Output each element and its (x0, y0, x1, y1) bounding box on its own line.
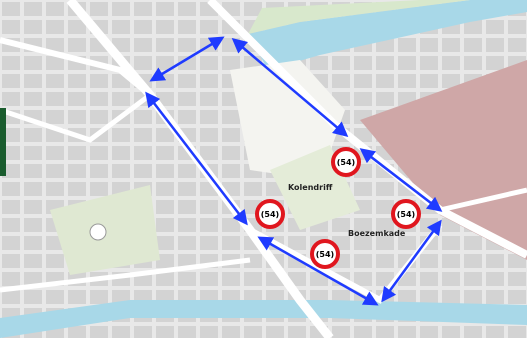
route-arrow (145, 91, 248, 226)
route-arrow (359, 148, 443, 212)
road-east (439, 187, 527, 213)
route-arrow (257, 236, 379, 306)
speed-limit-sign: (54) (255, 199, 285, 229)
route-arrow (149, 36, 225, 82)
road-west (0, 37, 152, 98)
speed-limit-sign: (54) (310, 239, 340, 269)
road-southwest (0, 257, 251, 293)
park-area-top (248, 0, 470, 34)
svg-text:(54): (54) (337, 158, 355, 167)
fountain-icon (89, 223, 107, 241)
highlighted-zone (360, 60, 527, 260)
speed-limit-sign: (54) (331, 147, 361, 177)
svg-text:(54): (54) (261, 210, 279, 219)
place-label-kolendriff: Kolendriff (288, 183, 333, 192)
road-northwest (0, 93, 152, 143)
svg-text:(54): (54) (397, 210, 415, 219)
place-label-boezemkade: Boezemkade (348, 229, 406, 238)
edge-bar (0, 108, 6, 176)
speed-limit-sign: (54) (391, 199, 421, 229)
route-arrow (231, 38, 349, 137)
svg-text:(54): (54) (316, 250, 334, 259)
water-canal-bottom (0, 300, 527, 338)
route-arrow (381, 219, 442, 303)
